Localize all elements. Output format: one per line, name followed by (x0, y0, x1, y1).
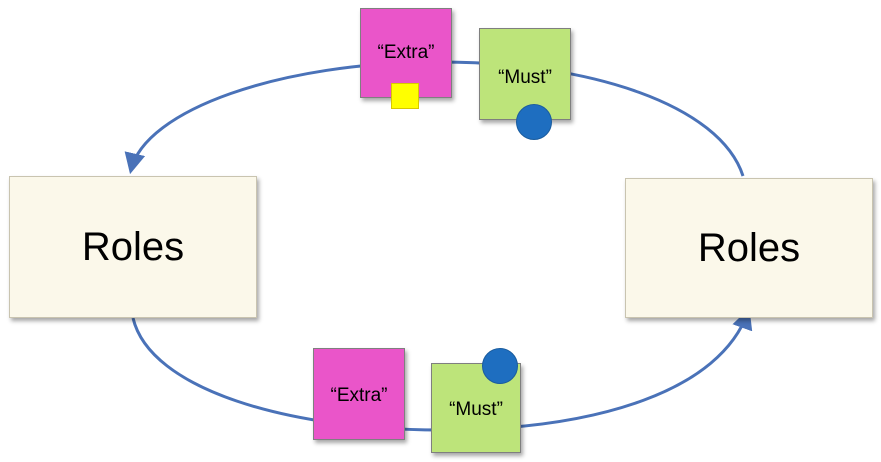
roles-label-right: Roles (697, 225, 801, 270)
note-top-extra-label: “Extra” (377, 42, 435, 63)
note-bottom-extra-label: “Extra” (330, 385, 388, 406)
roles-box-right: Roles (625, 178, 873, 318)
note-bottom-must-label: “Must” (449, 399, 503, 420)
roles-box-left: Roles (9, 176, 257, 318)
roles-label-left: Roles (81, 224, 185, 269)
blue-dot-bottom (482, 348, 518, 384)
blue-dot-top (516, 104, 552, 140)
note-top-must-label: “Must” (498, 67, 552, 88)
note-top-must: “Must” (479, 28, 571, 120)
note-bottom-extra: “Extra” (313, 348, 405, 440)
yellow-square-marker (391, 83, 419, 109)
